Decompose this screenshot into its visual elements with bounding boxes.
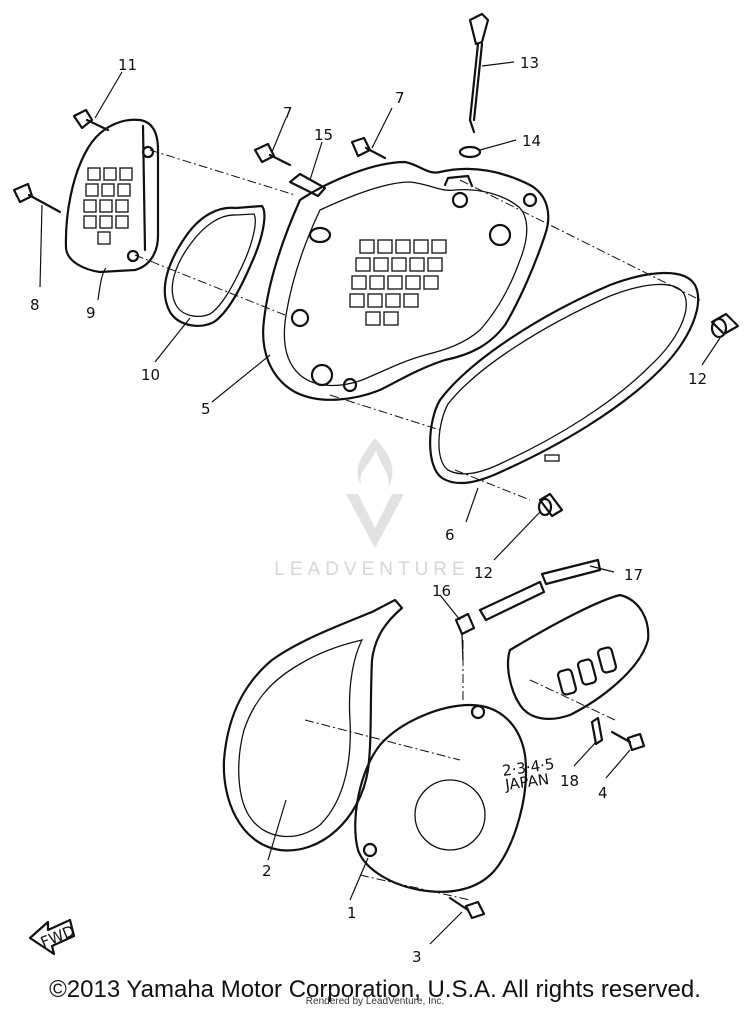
copyright-notice: ©2013 Yamaha Motor Corporation, U.S.A. A… bbox=[49, 976, 701, 1003]
callout-11: 11 bbox=[118, 56, 137, 74]
callout-8: 8 bbox=[30, 296, 40, 314]
callout-5: 5 bbox=[201, 400, 211, 418]
callout-4: 4 bbox=[598, 784, 608, 802]
part-14-o-ring bbox=[458, 145, 482, 159]
callout-1: 1 bbox=[347, 904, 357, 922]
fwd-arrow: FWD bbox=[28, 918, 77, 956]
chain-guard bbox=[506, 593, 650, 720]
part-4-bolt bbox=[610, 730, 646, 752]
leadventure-watermark: LEADVENTURE bbox=[274, 438, 469, 580]
part-3-bolt bbox=[448, 896, 486, 920]
callout-16: 16 bbox=[432, 582, 451, 600]
callout-13: 13 bbox=[520, 54, 539, 72]
part-17-hose bbox=[478, 558, 602, 622]
part-9-sprocket-cover bbox=[64, 118, 160, 274]
part-18-clip bbox=[590, 716, 604, 746]
rendered-by-notice: Rendered by LeadVenture, Inc. bbox=[305, 996, 445, 1007]
part-6-gasket bbox=[429, 271, 700, 485]
part-1-cover: 2·3·4·5 JAPAN bbox=[354, 703, 556, 893]
callout-14: 14 bbox=[522, 132, 541, 150]
part-9-grid bbox=[83, 167, 133, 245]
callout-3: 3 bbox=[412, 948, 422, 966]
callout-6: 6 bbox=[445, 526, 455, 544]
callout-2: 2 bbox=[262, 862, 272, 880]
alignment-lines-upper bbox=[134, 149, 701, 901]
callout-10: 10 bbox=[141, 366, 160, 384]
callout-12-lower: 12 bbox=[474, 564, 493, 582]
callout-18: 18 bbox=[560, 772, 579, 790]
part-15-clip bbox=[288, 172, 327, 198]
watermark-text: LEADVENTURE bbox=[274, 559, 469, 580]
part-2-gasket bbox=[222, 598, 404, 852]
leader-lines bbox=[39, 61, 721, 945]
part-7-bolt-left bbox=[253, 142, 292, 167]
part-13-oil-level-gauge bbox=[468, 12, 490, 134]
callouts: 1 2 3 4 5 6 7 7 8 9 10 11 12 12 13 14 15… bbox=[30, 54, 707, 966]
callout-15: 15 bbox=[314, 126, 333, 144]
part-8-bolt bbox=[12, 182, 62, 214]
part-5-mesh bbox=[349, 239, 447, 326]
part-12-dowel-lower bbox=[537, 492, 564, 518]
callout-17: 17 bbox=[624, 566, 643, 584]
callout-7-right: 7 bbox=[395, 89, 405, 107]
callout-7-left: 7 bbox=[283, 104, 293, 122]
part-7-bolt-right bbox=[350, 136, 387, 160]
part-5-crankcase-cover bbox=[262, 160, 550, 401]
callout-12-upper: 12 bbox=[688, 370, 707, 388]
callout-9: 9 bbox=[86, 304, 96, 322]
part-10-gasket bbox=[163, 204, 266, 327]
part-11-bolt bbox=[72, 108, 110, 132]
part-12-dowel-upper bbox=[710, 312, 740, 339]
part-16-fitting bbox=[454, 612, 476, 661]
